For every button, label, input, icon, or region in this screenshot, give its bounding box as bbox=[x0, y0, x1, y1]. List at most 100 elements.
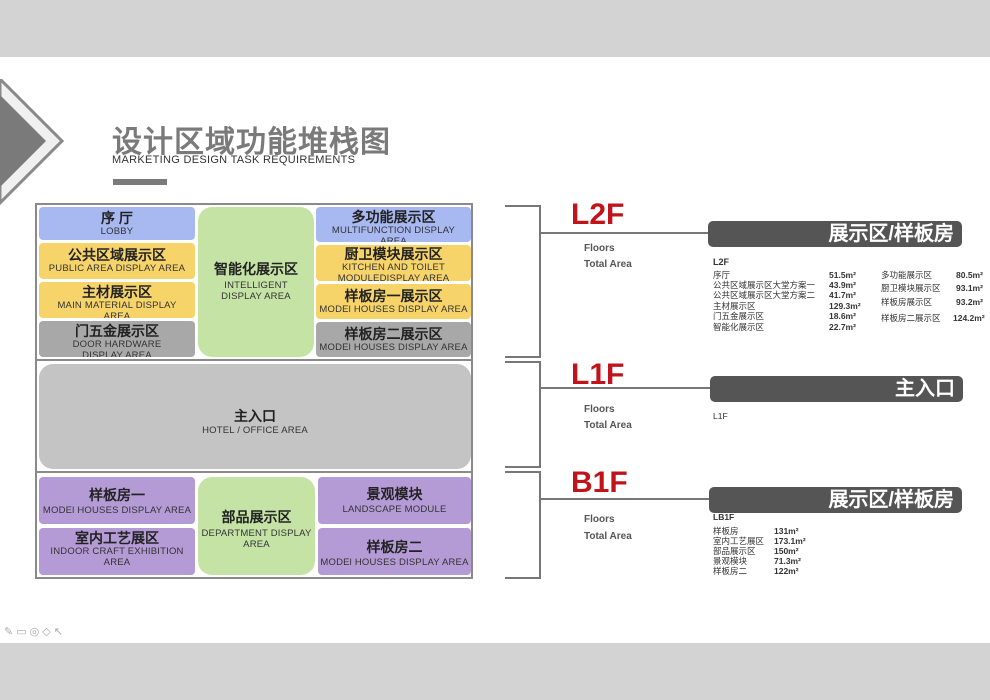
l2f-total-area-label: Total Area bbox=[584, 259, 632, 270]
floor-tag-l2f: L2F bbox=[571, 198, 625, 231]
block-b1-model-house-1: 样板房一 MODEl HOUSES DISPLAY AREA bbox=[39, 477, 195, 524]
l2f-item-name: 厨卫模块展示区 bbox=[881, 283, 941, 293]
block-lobby: 序 厅 LOBBY bbox=[39, 207, 195, 240]
eraser-icon[interactable]: ◇ bbox=[42, 626, 54, 638]
block-department: 部品展示区 DEPARTMENT DISPLAY AREA bbox=[198, 477, 315, 575]
block-door-hardware-en: DOOR HARDWARE DISPLAY AREA bbox=[72, 339, 162, 357]
b1f-item-value: 150m² bbox=[774, 546, 799, 556]
block-model-house-1: 样板房一展示区 MODEl HOUSES DISPLAY AREA bbox=[316, 284, 471, 319]
slide: 设计区域功能堆栈图 MARKETING DESIGN TASK REQUIREM… bbox=[0, 57, 990, 643]
l2f-item-value: 43.9m² bbox=[829, 280, 856, 290]
pointer-icon[interactable]: ◎ bbox=[29, 626, 43, 638]
block-department-en: DEPARTMENT DISPLAY AREA bbox=[201, 528, 312, 550]
bracket-l1f bbox=[505, 361, 541, 468]
block-door-hardware-zh: 门五金展示区 bbox=[75, 323, 159, 339]
block-public-area: 公共区域展示区 PUBLIC AREA DISPLAY AREA bbox=[39, 243, 195, 279]
l2f-code: L2F bbox=[713, 257, 730, 267]
block-public-area-zh: 公共区域展示区 bbox=[68, 247, 166, 263]
chevron-decoration-icon bbox=[0, 79, 65, 206]
bracket-b1f bbox=[505, 471, 541, 579]
l1f-code: L1F bbox=[713, 411, 728, 421]
connector-l1f bbox=[541, 387, 711, 389]
block-public-area-en: PUBLIC AREA DISPLAY AREA bbox=[48, 263, 186, 274]
block-multifunction-zh: 多功能展示区 bbox=[351, 209, 436, 225]
b1f-total-area-label: Total Area bbox=[584, 531, 632, 542]
l2f-item-name: 多功能展示区 bbox=[881, 270, 933, 280]
block-b1-model-house-2: 样板房二 MODEl HOUSES DISPLAY AREA bbox=[318, 528, 471, 575]
l2f-item-name: 主材展示区 bbox=[713, 301, 756, 311]
block-lobby-en: LOBBY bbox=[100, 226, 134, 237]
banner-l1f: 主入口 bbox=[710, 376, 963, 402]
connector-b1f bbox=[541, 498, 709, 500]
b1f-floors-label: Floors bbox=[584, 514, 615, 525]
l2f-item-name: 序厅 bbox=[713, 270, 731, 280]
l2f-item-name: 样板房展示区 bbox=[881, 297, 933, 307]
banner-l2f: 展示区/样板房 bbox=[708, 221, 962, 247]
b1f-item-value: 173.1m² bbox=[774, 536, 806, 546]
b1f-item-name: 景观模块 bbox=[713, 556, 748, 566]
l2f-item-value: 22.7m² bbox=[829, 322, 856, 332]
l1f-floors-label: Floors bbox=[584, 404, 615, 415]
l2f-item-name: 公共区域展示区大堂方案二 bbox=[713, 290, 816, 300]
floor-tag-b1f: B1F bbox=[571, 466, 628, 499]
block-landscape-en: LANDSCAPE MODULE bbox=[342, 504, 447, 515]
l2f-item-value: 80.5m² bbox=[956, 270, 983, 280]
l2f-item-value: 93.1m² bbox=[956, 283, 983, 293]
cursor-icon[interactable]: ↖ bbox=[53, 626, 66, 638]
block-intelligent: 智能化展示区 INTELLIGENT DISPLAY AREA bbox=[198, 207, 314, 357]
block-indoor-craft-en: INDOOR CRAFT EXHIBITION AREA bbox=[50, 546, 184, 568]
block-kitchen-toilet: 厨卫模块展示区 KITCHEN AND TOILET MODULEDISPLAY… bbox=[316, 245, 471, 281]
floor-tag-l1f: L1F bbox=[571, 358, 625, 391]
l2f-item-name: 公共区域展示区大堂方案一 bbox=[713, 280, 816, 290]
block-main-material: 主材展示区 MAIN MATERIAL DISPLAY AREA bbox=[39, 282, 195, 318]
block-kitchen-toilet-zh: 厨卫模块展示区 bbox=[344, 246, 443, 262]
block-model-house-1-zh: 样板房一展示区 bbox=[344, 288, 443, 304]
block-b1-model-house-2-zh: 样板房二 bbox=[366, 539, 423, 555]
block-model-house-2-zh: 样板房二展示区 bbox=[344, 326, 443, 342]
block-model-house-1-en: MODEl HOUSES DISPLAY AREA bbox=[319, 304, 468, 315]
block-main-material-en: MAIN MATERIAL DISPLAY AREA bbox=[57, 300, 177, 318]
block-intelligent-en: INTELLIGENT DISPLAY AREA bbox=[221, 280, 291, 302]
block-main-entrance-en: HOTEL / OFFICE AREA bbox=[202, 425, 308, 436]
block-b1-model-house-1-en: MODEl HOUSES DISPLAY AREA bbox=[42, 505, 192, 516]
block-b1-model-house-1-zh: 样板房一 bbox=[89, 487, 145, 503]
l2f-item-name: 门五金展示区 bbox=[713, 311, 765, 321]
connector-l2f bbox=[541, 232, 709, 234]
block-department-zh: 部品展示区 bbox=[221, 509, 292, 525]
title-underline bbox=[113, 179, 167, 185]
stack-diagram: 序 厅 LOBBY 公共区域展示区 PUBLIC AREA DISPLAY AR… bbox=[35, 203, 473, 579]
l2f-item-name: 样板房二展示区 bbox=[881, 313, 941, 323]
floor-divider-l2-l1 bbox=[37, 359, 471, 361]
b1f-item-name: 部品展示区 bbox=[713, 546, 756, 556]
pen-icon[interactable]: ✎ bbox=[4, 626, 17, 638]
l1f-total-area-label: Total Area bbox=[584, 420, 632, 431]
l2f-item-value: 41.7m² bbox=[829, 290, 856, 300]
block-multifunction-en: MULTIFUNCTION DISPLAY AREA bbox=[331, 225, 456, 242]
block-main-material-zh: 主材展示区 bbox=[82, 284, 152, 300]
block-model-house-2: 样板房二展示区 MODEl HOUSES DISPLAY AREA bbox=[316, 322, 471, 357]
l2f-item-value: 51.5m² bbox=[829, 270, 856, 280]
banner-b1f: 展示区/样板房 bbox=[709, 487, 962, 513]
l2f-item-value: 93.2m² bbox=[956, 297, 983, 307]
block-kitchen-toilet-en: KITCHEN AND TOILET MODULEDISPLAY AREA bbox=[337, 262, 450, 281]
b1f-item-value: 122m² bbox=[774, 566, 799, 576]
l2f-floors-label: Floors bbox=[584, 243, 615, 254]
block-intelligent-zh: 智能化展示区 bbox=[214, 261, 298, 277]
b1f-item-value: 131m² bbox=[774, 526, 799, 536]
l2f-item-name: 智能化展示区 bbox=[713, 322, 765, 332]
presentation-toolbar: ✎▭◎◇↖ bbox=[4, 625, 66, 638]
page-subtitle: MARKETING DESIGN TASK REQUIREMENTS bbox=[112, 154, 356, 166]
l2f-item-value: 18.6m² bbox=[829, 311, 856, 321]
l2f-item-value: 124.2m² bbox=[953, 313, 985, 323]
block-indoor-craft: 室内工艺展区 INDOOR CRAFT EXHIBITION AREA bbox=[39, 528, 195, 575]
l2f-item-value: 129.3m² bbox=[829, 301, 861, 311]
block-multifunction: 多功能展示区 MULTIFUNCTION DISPLAY AREA bbox=[316, 207, 471, 242]
screen-icon[interactable]: ▭ bbox=[16, 626, 30, 638]
block-main-entrance-zh: 主入口 bbox=[234, 408, 276, 424]
bracket-l2f bbox=[505, 205, 541, 358]
block-main-entrance: 主入口 HOTEL / OFFICE AREA bbox=[39, 364, 471, 469]
page-title: 设计区域功能堆栈图 bbox=[112, 126, 391, 159]
b1f-code: LB1F bbox=[713, 512, 735, 522]
block-landscape-zh: 景观模块 bbox=[366, 486, 423, 502]
floor-divider-l1-b1 bbox=[37, 471, 471, 473]
